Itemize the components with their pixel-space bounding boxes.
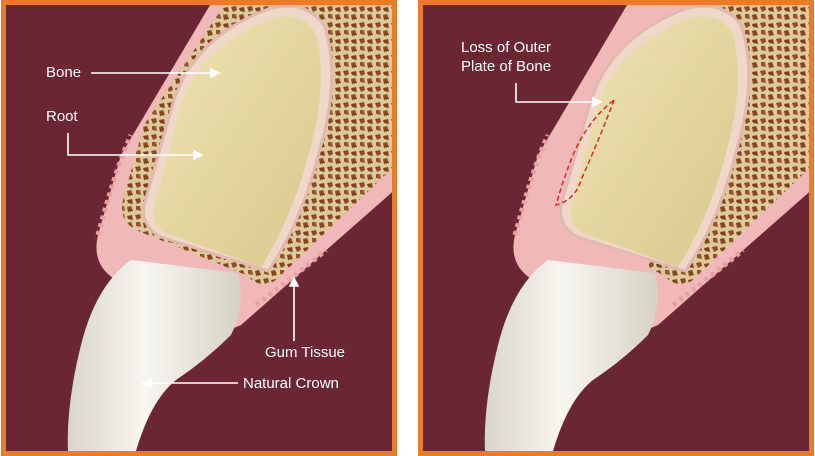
bone-label: Bone [46, 64, 81, 82]
left-panel: Bone Root Gum Tissue Natural Crown [1, 0, 397, 456]
gum-tissue-label: Gum Tissue [265, 344, 345, 362]
right-panel: Loss of Outer Plate of Bone [418, 0, 814, 456]
natural-crown-label: Natural Crown [243, 375, 339, 393]
crown-shape [68, 260, 241, 451]
root-label: Root [46, 108, 78, 126]
loss-label-line2: Plate of Bone [461, 58, 551, 76]
crown-shape [485, 260, 658, 451]
loss-label-line1: Loss of Outer [461, 39, 551, 57]
